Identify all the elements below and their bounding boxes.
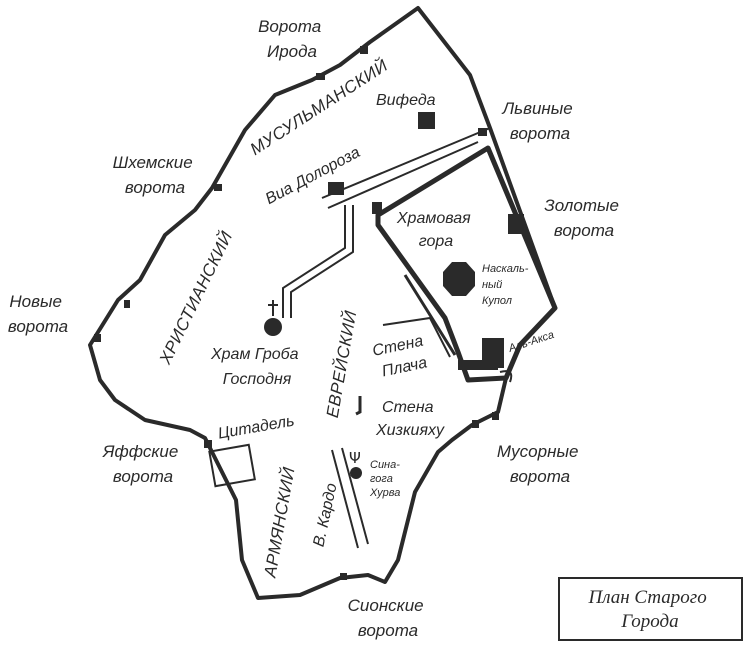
gate-zion-label: Сионские ворота — [348, 596, 429, 640]
golden-gate-marker — [508, 214, 524, 234]
gate-jaffa-label: Яффские ворота — [102, 442, 183, 486]
north-street — [321, 127, 491, 199]
map-features — [94, 46, 524, 580]
citadel-label: Цитадель — [217, 412, 296, 442]
wailing-wall-line — [403, 274, 457, 356]
legend-title: План Старого Города — [588, 587, 712, 632]
hezekiah-wall-label: Стена Хизкияху — [375, 399, 445, 439]
north-street-2 — [327, 141, 479, 209]
menorah-icon: Ψ — [349, 449, 361, 467]
wall-segment-marker — [458, 360, 498, 370]
wailing-wall-label: Стена Плача — [371, 332, 434, 382]
via-dolorosa-route — [282, 205, 354, 318]
via-dolorosa-marker — [328, 182, 344, 195]
bethesda-label: Вифеда — [376, 92, 436, 109]
gate-lions-label: Львиные ворота — [502, 99, 578, 143]
holy-sepulchre-marker — [264, 318, 282, 336]
wailing-wall-line-2 — [382, 316, 451, 358]
hurva-synagogue-marker — [350, 467, 362, 479]
quarter-jewish-label: ЕВРЕЙСКИЙ — [322, 308, 361, 419]
gate-shechem-label: Шхемские ворота — [113, 153, 198, 197]
citadel-outline — [208, 443, 256, 488]
legend-box: План Старого Города — [558, 577, 743, 641]
temple-mount-label: Храмовая гора — [396, 210, 475, 250]
gate-golden-label: Золотые ворота — [544, 196, 623, 240]
quarter-armenian-label: АРМЯНСКИЙ — [259, 465, 298, 580]
dome-of-the-rock-icon — [443, 262, 475, 296]
bethesda-marker — [418, 112, 435, 129]
holy-sepulchre-label: Храм Гроба Господня — [210, 346, 303, 388]
cardo-label: В. Кардо — [311, 482, 341, 549]
wall-lines — [355, 274, 457, 416]
hezekiah-wall-line — [355, 396, 362, 416]
cardo-street — [331, 447, 369, 549]
gate-herod-label: Ворота Ирода — [258, 17, 326, 61]
cross-icon — [268, 300, 278, 316]
gate-new-label: Новые ворота — [8, 292, 68, 336]
gate-dung-label: Мусорные ворота — [497, 442, 583, 486]
citadel — [208, 443, 256, 488]
hurva-synagogue-label: Сина- гога Хурва — [369, 459, 403, 499]
gate-marker-temple — [372, 202, 382, 214]
dome-label: Наскаль- ный Купол — [482, 263, 531, 307]
quarter-muslim-label: МУСУЛЬМАНСКИЙ — [246, 55, 391, 159]
al-aqsa-arc — [499, 370, 513, 383]
